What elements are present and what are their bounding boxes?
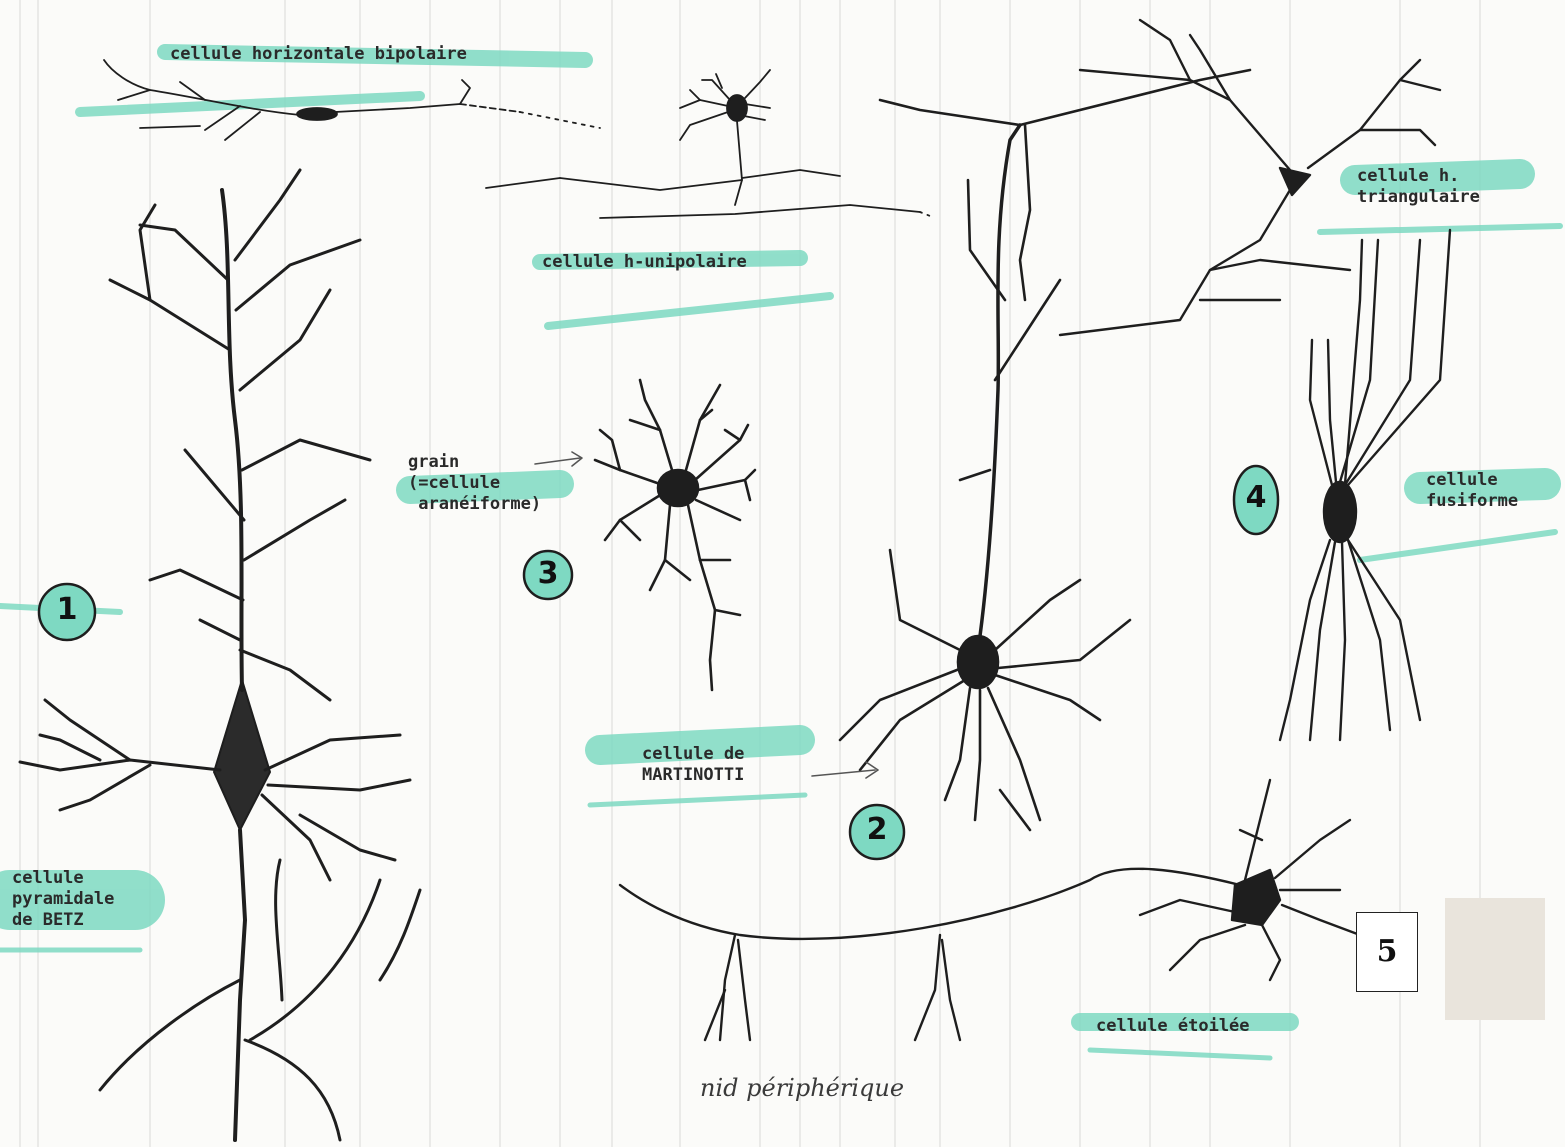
- scan-streaks: [20, 0, 1480, 1147]
- label-horizontal-bipolar: cellule horizontale bipolaire: [170, 44, 467, 65]
- h-unipolar-cell: [486, 70, 930, 218]
- label-stellate: cellule étoilée: [1096, 1016, 1250, 1037]
- label-fusiform: cellule fusiforme: [1426, 470, 1518, 512]
- marker-4: 4: [1236, 480, 1276, 515]
- label-martinotti: cellule de MARTINOTTI: [642, 744, 744, 786]
- marker-1: 1: [47, 592, 87, 627]
- arrows: [535, 452, 878, 778]
- page-number-box: 5: [1356, 912, 1418, 992]
- stellate-cell: [620, 780, 1360, 1040]
- label-h-unipolar: cellule h-unipolaire: [542, 252, 747, 273]
- grain-cell: [595, 380, 755, 690]
- neuron-drawings: [20, 20, 1450, 1140]
- label-grain: grain (=cellule aranéiforme): [408, 452, 541, 515]
- marker-2: 2: [857, 812, 897, 847]
- martinotti-cell: [840, 70, 1250, 830]
- scan-patch: [1445, 898, 1545, 1020]
- label-h-triangular: cellule h. triangulaire: [1357, 166, 1480, 208]
- label-peripheral-nest: nid périphérique: [700, 1074, 904, 1102]
- label-betz: cellule pyramidale de BETZ: [12, 868, 114, 931]
- marker-3: 3: [528, 556, 568, 591]
